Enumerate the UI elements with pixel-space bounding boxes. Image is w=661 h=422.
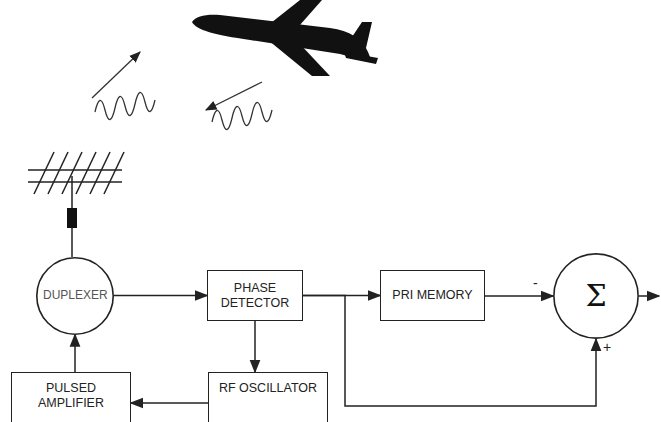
node-text: Σ <box>585 279 606 313</box>
node-text: PHASE DETECTOR <box>213 281 297 311</box>
transmit-wave <box>92 52 155 120</box>
signal-connector <box>114 295 207 297</box>
oscillator-box: RF OSCILLATOR <box>208 372 328 422</box>
signal-connector <box>254 321 256 372</box>
amplifier-box: PULSED AMPLIFIER <box>11 372 131 422</box>
node-text: PRI MEMORY <box>392 288 472 303</box>
output-line <box>639 295 659 297</box>
process-box: PHASE DETECTOR <box>207 270 303 321</box>
memory-box: PRI MEMORY <box>380 270 485 321</box>
node-text: DUPLEXER <box>43 288 107 303</box>
antenna <box>28 152 124 257</box>
node-text: RF OSCILLATOR <box>219 381 317 396</box>
duplexer-circle: DUPLEXER <box>36 257 114 335</box>
airplane <box>192 0 378 76</box>
signal-connector <box>74 335 76 373</box>
signal-connector <box>485 295 553 297</box>
node-text: PULSED AMPLIFIER <box>17 381 125 411</box>
summer-circle: Σ <box>553 253 639 339</box>
signal-connector <box>131 402 208 404</box>
echo-wave <box>206 82 272 130</box>
sign-label: + <box>603 340 611 354</box>
sign-label: - <box>533 276 538 290</box>
